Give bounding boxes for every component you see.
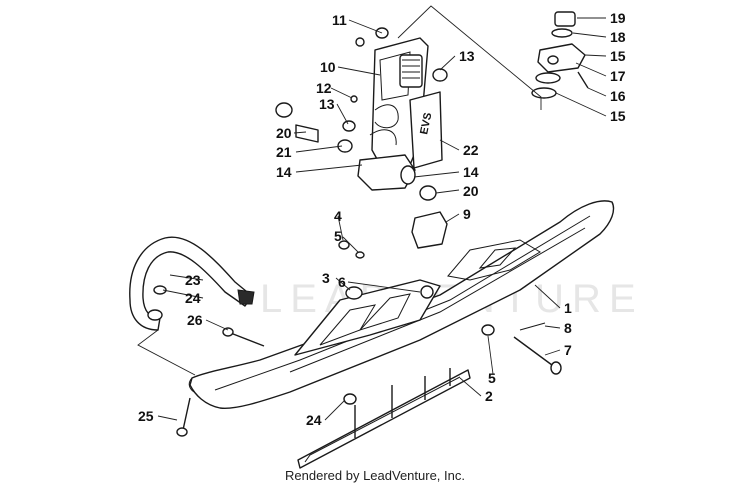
callout-18: 18 bbox=[610, 29, 626, 45]
callout-20: 20 bbox=[276, 125, 292, 141]
callout-9: 9 bbox=[463, 206, 471, 222]
spindle-assembly: EVS bbox=[357, 37, 443, 191]
leader-lines bbox=[157, 17, 607, 421]
callout-24: 24 bbox=[185, 290, 201, 306]
callout-13b: 13 bbox=[459, 48, 475, 64]
assembly-bracket bbox=[397, 5, 542, 110]
bushings bbox=[176, 27, 562, 437]
callout-12: 12 bbox=[316, 80, 332, 96]
decal-label: EVS bbox=[418, 112, 434, 136]
callout-17: 17 bbox=[610, 68, 626, 84]
callout-16: 16 bbox=[610, 88, 626, 104]
callout-14b: 14 bbox=[463, 164, 479, 180]
cap-assembly bbox=[531, 11, 589, 99]
callout-23: 23 bbox=[185, 272, 201, 288]
wear-bar bbox=[297, 368, 471, 469]
callout-7: 7 bbox=[564, 342, 572, 358]
callout-20b: 20 bbox=[463, 183, 479, 199]
callout-10: 10 bbox=[320, 59, 336, 75]
callout-4: 4 bbox=[334, 208, 342, 224]
callout-15: 15 bbox=[610, 48, 626, 64]
callout-2: 2 bbox=[485, 388, 493, 404]
ski-handle bbox=[129, 236, 255, 331]
callout-1: 1 bbox=[564, 300, 572, 316]
callout-3: 3 bbox=[322, 270, 330, 286]
callout-8: 8 bbox=[564, 320, 572, 336]
callout-6: 6 bbox=[338, 274, 346, 290]
callout-5: 5 bbox=[334, 228, 342, 244]
callout-13: 13 bbox=[319, 96, 335, 112]
callout-25: 25 bbox=[138, 408, 154, 424]
callout-24b: 24 bbox=[306, 412, 322, 428]
callout-19: 19 bbox=[610, 10, 626, 26]
render-credit: Rendered by LeadVenture, Inc. bbox=[285, 468, 465, 483]
handle-bracket bbox=[137, 329, 196, 376]
callout-5b: 5 bbox=[488, 370, 496, 386]
callout-labels: 11 10 12 13 20 21 14 13 22 14 20 9 4 5 3… bbox=[138, 10, 626, 428]
callout-21: 21 bbox=[276, 144, 292, 160]
ski-body bbox=[188, 200, 615, 410]
callout-14: 14 bbox=[276, 164, 292, 180]
callout-26: 26 bbox=[187, 312, 203, 328]
callout-22: 22 bbox=[463, 142, 479, 158]
callout-15b: 15 bbox=[610, 108, 626, 124]
callout-11: 11 bbox=[332, 12, 347, 28]
